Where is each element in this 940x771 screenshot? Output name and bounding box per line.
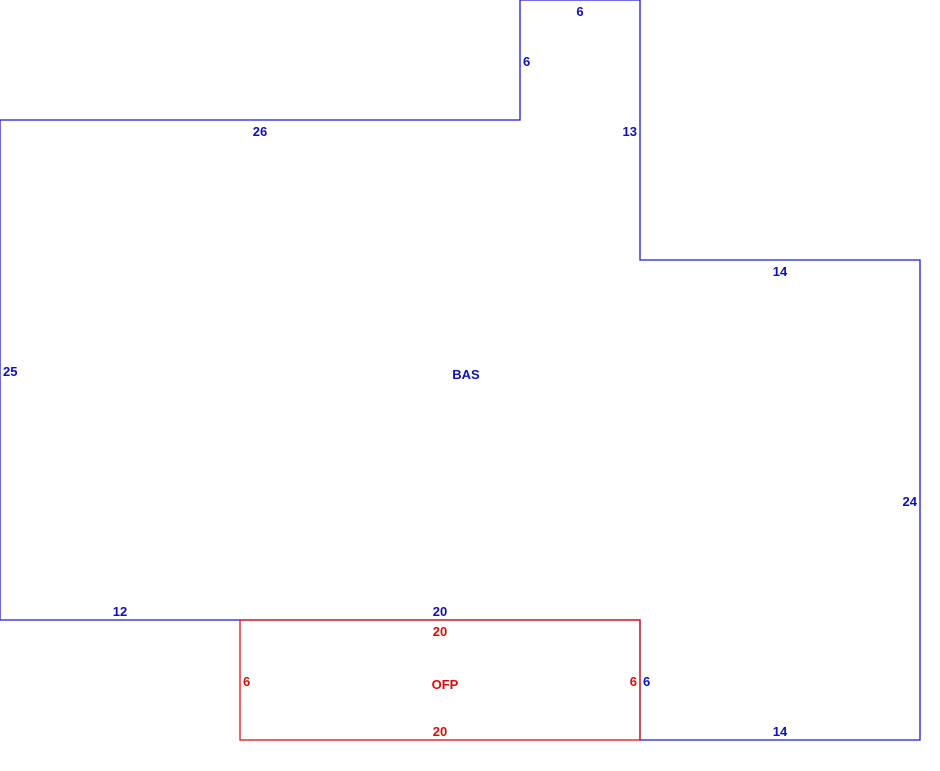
dim-top-notch: 6 xyxy=(576,4,583,19)
ofp-dim-top: 20 xyxy=(433,624,447,639)
dim-notch-right: 13 xyxy=(623,124,637,139)
ofp-outline xyxy=(239,619,641,741)
dim-porch-right-side: 6 xyxy=(643,674,650,689)
dim-bottom-left: 12 xyxy=(113,604,127,619)
dim-notch-left: 6 xyxy=(523,54,530,69)
dim-step-top: 14 xyxy=(773,264,788,279)
dim-right: 24 xyxy=(903,494,918,509)
dim-top-left: 26 xyxy=(253,124,267,139)
ofp-area-label: OFP xyxy=(432,677,459,692)
dim-bottom-right: 14 xyxy=(773,724,788,739)
ofp-dim-right: 6 xyxy=(630,674,637,689)
dim-bottom-mid: 20 xyxy=(433,604,447,619)
dim-left: 25 xyxy=(3,364,17,379)
ofp-dim-left: 6 xyxy=(243,674,250,689)
ofp-dim-bottom: 20 xyxy=(433,724,447,739)
bas-area-label: BAS xyxy=(452,367,480,382)
